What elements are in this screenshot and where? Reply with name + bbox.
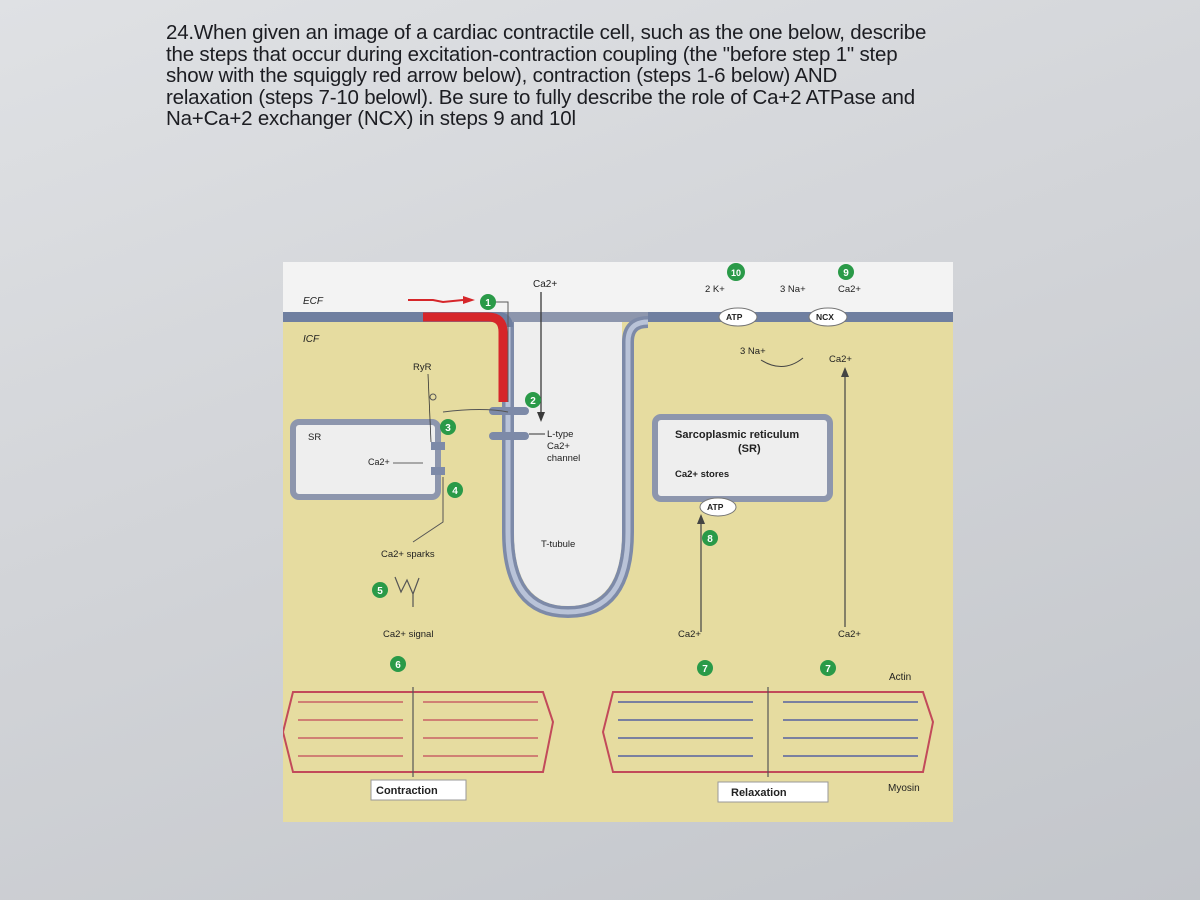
sarcoplasmic-line1: Sarcoplasmic reticulum [675,429,799,441]
relaxation-box [717,781,829,803]
step-badge-10: 10 [727,263,745,281]
ca-entry-arrow-head [537,412,545,422]
ca-release-path [412,477,444,543]
na-exchange-curve [760,357,804,367]
sr-left-box [290,419,441,500]
two-k-label: 2 K+ [705,284,725,295]
sarcomere-relaxation [601,687,935,777]
myosin-label: Myosin [888,783,920,794]
ryr-label: RyR [413,362,432,373]
ecf-label: ECF [303,296,324,307]
svg-text:5: 5 [377,586,383,597]
step-badge-5: 5 [372,582,388,598]
step-badge-2: 2 [525,392,541,408]
l-type-line3: channel [547,453,580,464]
t-tubule-label: T-tubule [541,539,575,550]
step-badge-7-right: 7 [820,660,836,676]
l-type-line1: L-type [547,429,573,440]
step-badge-3: 3 [440,419,456,435]
ca-stores-label: Ca2+ stores [675,469,729,480]
step-badge-1: 1 [480,294,496,310]
sparks-squiggle [394,576,420,607]
svg-text:8: 8 [707,534,713,545]
t-tubule-lumen [514,322,622,532]
ca-signal-label: Ca2+ signal [383,629,433,640]
question-number: 24. [166,21,194,44]
squiggly-arrow-head [463,296,475,304]
ca-trigger-path [442,409,509,413]
step-badge-9: 9 [838,264,854,280]
ca-out-label: Ca2+ [838,284,861,295]
relaxation-label: Relaxation [731,787,787,799]
step-badge-8: 8 [702,530,718,546]
svg-text:4: 4 [452,486,458,497]
ncx-label: NCX [816,312,834,322]
question-line-4: relaxation (steps 7-10 belowl). Be sure … [166,85,915,109]
svg-text:6: 6 [395,660,401,671]
l-type-channel-bottom [489,432,529,440]
step-badge-4: 4 [447,482,463,498]
ca-channel-top-label: Ca2+ [533,279,557,290]
sr-label: SR [308,432,321,443]
action-potential-red [423,312,508,402]
svg-text:3: 3 [445,423,451,434]
l-type-channel-top [489,407,529,415]
question-line-2: the steps that occur during excitation-c… [166,42,898,66]
contraction-box [370,779,467,801]
svg-text:10: 10 [731,268,741,278]
svg-text:7: 7 [702,664,708,675]
ca-ion-dot [429,393,437,401]
sarcoplasmic-line2: (SR) [738,443,761,455]
ca-sparks-label: Ca2+ sparks [381,549,435,560]
question-text: 24.When given an image of a cardiac cont… [166,22,1126,130]
three-na-in-label: 3 Na+ [740,346,766,357]
actin-label: Actin [889,672,911,683]
na-k-atpase [718,307,758,327]
sr-atpase-pump [699,497,737,517]
ca-sr-label: Ca2+ [368,457,390,467]
l-type-line2: Ca2+ [547,441,570,452]
step-badge-6: 6 [390,656,406,672]
question-line-3: show with the squiggly red arrow below),… [166,64,838,87]
three-na-out-label: 3 Na+ [780,284,806,295]
t-tubule-lumen-bottom [514,532,622,606]
step-badge-7-left: 7 [697,660,713,676]
ca-7-left-label: Ca2+ [678,629,701,640]
sarcolemma-band [283,312,953,322]
ryr-lower [431,467,445,475]
cardiac-ec-coupling-diagram: ECF ICF Ca2+ L-type Ca2+ channel T-tubul… [283,262,953,822]
question-line-1: 24.When given an image of a cardiac cont… [166,21,927,44]
t-tubule-inner [505,319,649,615]
squiggly-red-arrow [408,299,464,304]
ncx-exchanger [808,307,848,327]
ncx-efflux-head [841,367,849,377]
question-line-5: Na+Ca+2 exchanger (NCX) in steps 9 and 1… [166,107,576,130]
svg-text:9: 9 [843,268,849,279]
sarcomere-contraction [283,687,555,777]
svg-text:2: 2 [530,396,536,407]
sr-right-box [652,414,833,502]
ca-in-right-label: Ca2+ [829,354,852,365]
ryr-upper [431,442,445,450]
icf-label: ICF [303,334,320,345]
serca-uptake-head [697,514,705,524]
ca-7-right-label: Ca2+ [838,629,861,640]
atp-membrane-label: ATP [726,312,743,322]
contraction-label: Contraction [376,785,438,797]
svg-text:1: 1 [485,298,491,309]
ryr-pointer [427,373,432,443]
svg-text:7: 7 [825,664,831,675]
atp-pump-label: ATP [707,502,724,512]
